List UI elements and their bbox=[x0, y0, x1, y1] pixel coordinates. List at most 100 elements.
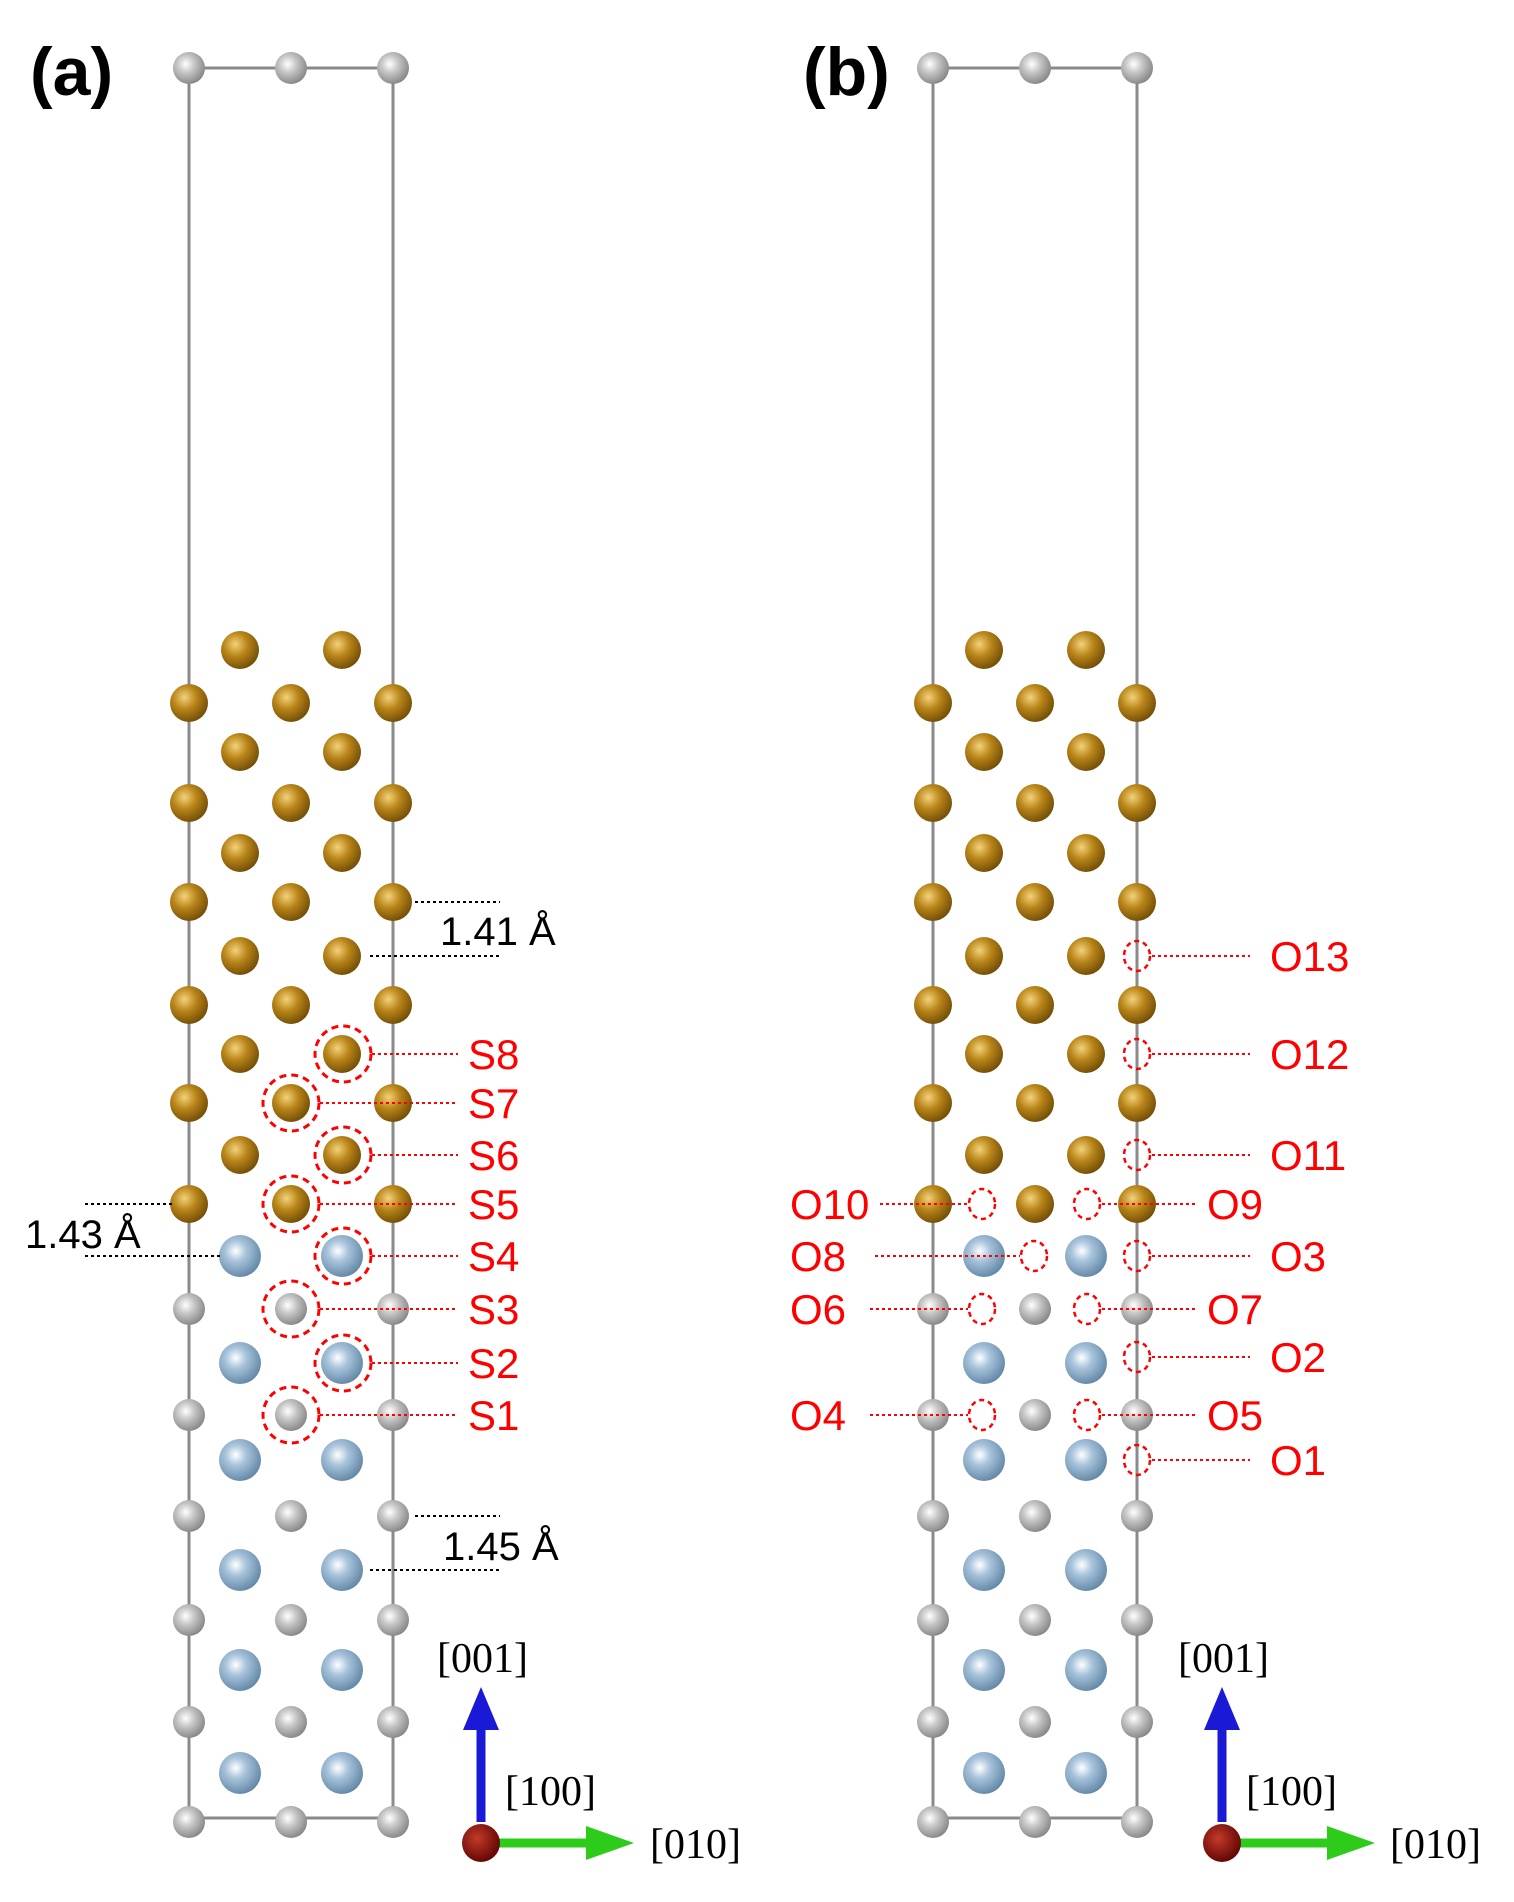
panel-a: (a) 1.41 Å 1.43 Å 1.45 Å S1 S2 bbox=[25, 34, 741, 1868]
blue-atom bbox=[1065, 1752, 1107, 1794]
gold-atom bbox=[374, 684, 412, 722]
blue-atom bbox=[219, 1752, 261, 1794]
blue-atom bbox=[219, 1235, 261, 1277]
gray-atom bbox=[1121, 1500, 1153, 1532]
distance-marker-1-45: 1.45 Å bbox=[370, 1515, 559, 1571]
gold-atom bbox=[323, 834, 361, 872]
site-label-o6: O6 bbox=[790, 1286, 846, 1333]
gold-atom bbox=[914, 1084, 952, 1122]
site-marker-o6: O6 bbox=[790, 1286, 997, 1333]
site-label-s8: S8 bbox=[468, 1031, 519, 1078]
blue-atom bbox=[219, 1342, 261, 1384]
gold-atom bbox=[1067, 1035, 1105, 1073]
site-label-o13: O13 bbox=[1270, 933, 1349, 980]
gold-atom bbox=[914, 1185, 952, 1223]
site-marker-o5: O5 bbox=[1072, 1392, 1263, 1439]
gold-atom bbox=[170, 1084, 208, 1122]
gold-atom bbox=[965, 834, 1003, 872]
blue-atom bbox=[321, 1439, 363, 1481]
site-marker-o12: O12 bbox=[1122, 1031, 1349, 1078]
site-marker-o13: O13 bbox=[1122, 933, 1349, 980]
gold-atom bbox=[1118, 883, 1156, 921]
gray-atom bbox=[917, 1806, 949, 1838]
site-label-o9: O9 bbox=[1207, 1181, 1263, 1228]
gray-atom bbox=[173, 52, 205, 84]
gold-atom bbox=[1016, 784, 1054, 822]
site-label-o5: O5 bbox=[1207, 1392, 1263, 1439]
gold-atom bbox=[272, 684, 310, 722]
gray-atom bbox=[917, 1500, 949, 1532]
site-marker-s7: S7 bbox=[261, 1073, 519, 1133]
gold-atom bbox=[170, 883, 208, 921]
gold-atom bbox=[272, 986, 310, 1024]
axis-origin-dot bbox=[1203, 1824, 1241, 1862]
blue-atom bbox=[963, 1342, 1005, 1384]
gray-atom bbox=[1121, 1806, 1153, 1838]
site-marker-o3: O3 bbox=[1122, 1233, 1326, 1280]
gold-atom bbox=[1118, 1185, 1156, 1223]
blue-atom bbox=[963, 1439, 1005, 1481]
gold-atom bbox=[170, 684, 208, 722]
gold-atom bbox=[221, 1035, 259, 1073]
gold-atom bbox=[272, 1084, 310, 1122]
gray-atom bbox=[173, 1293, 205, 1325]
gold-atom bbox=[323, 1035, 361, 1073]
site-label-o12: O12 bbox=[1270, 1031, 1349, 1078]
gold-atom bbox=[221, 834, 259, 872]
gray-atom bbox=[275, 52, 307, 84]
blue-atom bbox=[1065, 1549, 1107, 1591]
gray-atom bbox=[173, 1399, 205, 1431]
blue-atom bbox=[321, 1235, 363, 1277]
distance-marker-1-43: 1.43 Å bbox=[25, 1203, 222, 1257]
site-label-o3: O3 bbox=[1270, 1233, 1326, 1280]
gold-atom bbox=[1118, 684, 1156, 722]
blue-atom bbox=[321, 1342, 363, 1384]
site-label-s4: S4 bbox=[468, 1233, 519, 1280]
blue-atom bbox=[321, 1649, 363, 1691]
gold-atom bbox=[272, 1185, 310, 1223]
axes-indicator-a: [001] [100] [010] bbox=[437, 1636, 741, 1868]
site-marker-o7: O7 bbox=[1072, 1286, 1263, 1333]
blue-atom bbox=[963, 1549, 1005, 1591]
axis-origin-dot bbox=[462, 1824, 500, 1862]
site-label-o4: O4 bbox=[790, 1392, 846, 1439]
arrow-up-icon bbox=[463, 1687, 499, 1730]
site-marker-s4: S4 bbox=[313, 1226, 519, 1286]
gray-atom bbox=[1019, 1500, 1051, 1532]
arrow-up-icon bbox=[1204, 1687, 1240, 1730]
blue-atom bbox=[219, 1549, 261, 1591]
gold-atom bbox=[1118, 1084, 1156, 1122]
axis-label-010: [010] bbox=[650, 1822, 741, 1868]
gray-atom bbox=[275, 1399, 307, 1431]
blue-atom bbox=[963, 1752, 1005, 1794]
gray-atom bbox=[275, 1500, 307, 1532]
gold-atom bbox=[1067, 631, 1105, 669]
gray-atom bbox=[1121, 1399, 1153, 1431]
panel-b-label: (b) bbox=[803, 34, 890, 110]
site-label-s7: S7 bbox=[468, 1080, 519, 1127]
gold-atom bbox=[1118, 784, 1156, 822]
panel-b: (b) O1 O2 O3 O4 O5 bbox=[790, 34, 1481, 1868]
gold-atom bbox=[374, 784, 412, 822]
distance-label-1-45: 1.45 Å bbox=[443, 1524, 559, 1569]
site-marker-o1: O1 bbox=[1122, 1437, 1326, 1484]
site-marker-o11: O11 bbox=[1122, 1132, 1346, 1179]
gold-atom bbox=[965, 733, 1003, 771]
gold-atom bbox=[914, 784, 952, 822]
gold-atom bbox=[1016, 1084, 1054, 1122]
blue-atom bbox=[1065, 1342, 1107, 1384]
blue-atom bbox=[219, 1439, 261, 1481]
gold-atom bbox=[221, 937, 259, 975]
gold-atom bbox=[323, 1136, 361, 1174]
site-marker-s1: S1 bbox=[261, 1385, 519, 1445]
gray-atom bbox=[1121, 1293, 1153, 1325]
gold-atom bbox=[914, 684, 952, 722]
gray-atom bbox=[1121, 1604, 1153, 1636]
site-label-o10: O10 bbox=[790, 1181, 869, 1228]
gold-atom bbox=[1016, 883, 1054, 921]
gold-atom bbox=[323, 631, 361, 669]
site-marker-o4: O4 bbox=[790, 1392, 997, 1439]
site-label-o11: O11 bbox=[1270, 1132, 1346, 1179]
gold-atom bbox=[1067, 733, 1105, 771]
site-label-s3: S3 bbox=[468, 1286, 519, 1333]
